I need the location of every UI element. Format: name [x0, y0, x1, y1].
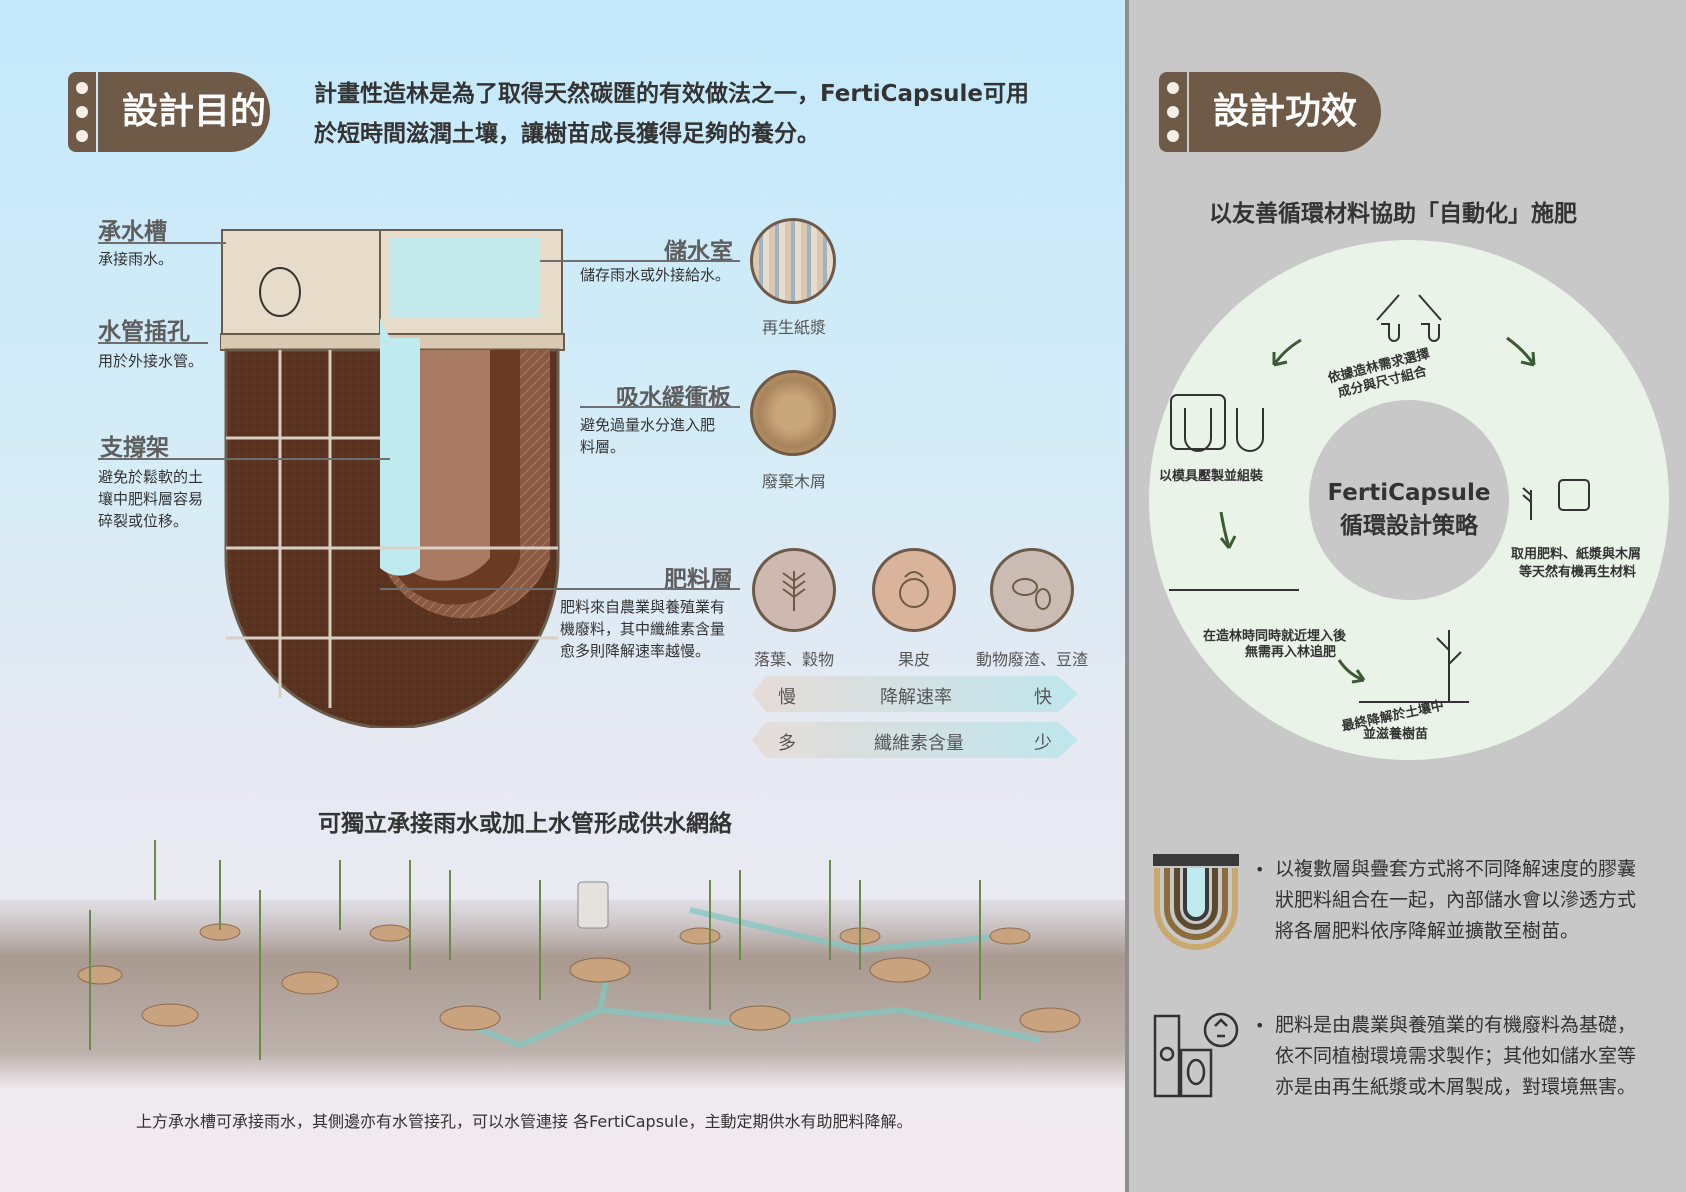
scale-mid: 降解速率	[880, 687, 952, 708]
label-water-tray-desc: 承接雨水。	[98, 250, 174, 268]
material-wood-label: 廢棄木屑	[762, 472, 827, 491]
label-support-title: 支撐架	[100, 435, 169, 461]
cycle-arrows	[1169, 294, 1590, 703]
network-title: 可獨立承接雨水或加上水管形成供水網絡	[318, 811, 732, 837]
recycled-paper-thumb	[750, 218, 836, 304]
cycle-diagram: FertiCapsule 循環設計策略	[1149, 240, 1669, 760]
cycle-center	[1309, 400, 1509, 600]
label-fertilizer-desc-2: 機廢料，其中纖維素含量	[560, 620, 726, 638]
section-title-text: 設計功效	[1189, 72, 1381, 152]
step-4-line-2: 並滋養樹苗	[1363, 727, 1429, 742]
scale-mid: 纖維素含量	[874, 733, 964, 754]
recycle-materials-icon	[1153, 1012, 1239, 1098]
bottom-caption: 上方承水槽可承接雨水，其側邊亦有水管接孔，可以水管連接 各FertiCapsul…	[136, 1112, 913, 1131]
bullet-1-line-3: 將各層肥料依序降解並擴散至樹苗。	[1275, 920, 1580, 942]
wood-chip-thumb	[750, 370, 836, 456]
scale-right: 快	[1034, 687, 1052, 708]
cycle-center-line-2: 循環設計策略	[1340, 513, 1478, 539]
material-leaves-label: 落葉、穀物	[754, 650, 835, 669]
bullet-2-line-1: 肥料是由農業與養殖業的有機廢料為基礎，	[1275, 1014, 1637, 1036]
fish-bean-icon	[990, 548, 1074, 632]
label-support-desc-1: 避免於鬆軟的土	[98, 468, 204, 486]
notch-decoration	[1159, 72, 1187, 152]
scale-right: 少	[1034, 733, 1052, 754]
intro-line-1: 計畫性造林是為了取得天然碳匯的有效做法之一，FertiCapsule可用	[314, 81, 1030, 107]
degradation-rate-scale: 慢 降解速率 快	[752, 676, 1078, 712]
capsule-cross-section	[220, 229, 565, 728]
layered-capsule-icon	[1153, 854, 1239, 950]
step-5-line-1: 取用肥料、紙漿與木屑	[1511, 547, 1642, 562]
bullet-1-line-2: 狀肥料組合在一起，內部儲水會以滲透方式	[1275, 889, 1637, 911]
intro-line-2: 於短時間滋潤土壤，讓樹苗成長獲得足夠的養分。	[314, 121, 820, 147]
cellulose-content-scale: 多 纖維素含量 少	[752, 722, 1078, 758]
label-fertilizer-desc-1: 肥料來自農業與養殖業有	[560, 598, 726, 616]
grain-icon	[752, 548, 836, 632]
label-support-desc-3: 碎裂或位移。	[98, 512, 189, 530]
material-animal-label: 動物廢渣、豆渣	[976, 650, 1089, 669]
cycle-center-line-1: FertiCapsule	[1327, 480, 1491, 506]
label-reservoir-desc: 儲存雨水或外接給水。	[580, 266, 731, 284]
fruit-peel-icon	[872, 548, 956, 632]
planting-field-illustration	[0, 840, 1125, 1090]
label-buffer-desc-2: 料層。	[580, 438, 626, 456]
scale-left: 多	[778, 733, 796, 754]
design-purpose-panel: 設計目的 計畫性造林是為了取得天然碳匯的有效做法之一，FertiCapsule可…	[0, 0, 1125, 1192]
bullet-dot: •	[1255, 1016, 1265, 1035]
effect-subtitle: 以友善循環材料協助「自動化」施肥	[1209, 201, 1577, 227]
notch-decoration	[68, 72, 96, 152]
label-water-tray-title: 承水槽	[98, 219, 167, 245]
label-fertilizer-desc-3: 愈多則降解速率越慢。	[560, 642, 711, 660]
leader-line	[98, 458, 390, 460]
leader-line	[98, 242, 226, 244]
label-pipe-hole-title: 水管插孔	[98, 319, 190, 345]
step-3-line-1: 在造林時同時就近埋入後	[1203, 629, 1347, 644]
leader-line	[580, 406, 740, 408]
bullet-dot: •	[1255, 860, 1265, 879]
leader-line	[540, 260, 740, 262]
step-3-line-2: 無需再入林追肥	[1245, 645, 1337, 660]
bullet-1-line-1: 以複數層與疊套方式將不同降解速度的膠囊	[1275, 858, 1637, 880]
bullet-2-line-3: 亦是由再生紙漿或木屑製成，對環境無害。	[1275, 1076, 1637, 1098]
label-buffer-desc-1: 避免過量水分進入肥	[580, 416, 716, 434]
design-effect-panel: 設計功效 以友善循環材料協助「自動化」施肥 FertiCapsule 循環設計策…	[1125, 0, 1686, 1192]
label-support-desc-2: 壤中肥料層容易	[98, 490, 204, 508]
scale-left: 慢	[778, 687, 796, 708]
step-5-line-2: 等天然有機再生材料	[1519, 565, 1637, 580]
section-title-text: 設計目的	[98, 72, 270, 152]
bullet-2-line-2: 依不同植樹環境需求製作；其他如儲水室等	[1275, 1045, 1637, 1067]
material-paper-label: 再生紙漿	[762, 318, 827, 337]
leader-line	[380, 588, 740, 590]
step-2-line: 以模具壓製並組裝	[1159, 469, 1264, 484]
label-pipe-hole-desc: 用於外接水管。	[98, 352, 204, 370]
leader-line	[98, 342, 208, 344]
material-peel-label: 果皮	[898, 650, 931, 669]
